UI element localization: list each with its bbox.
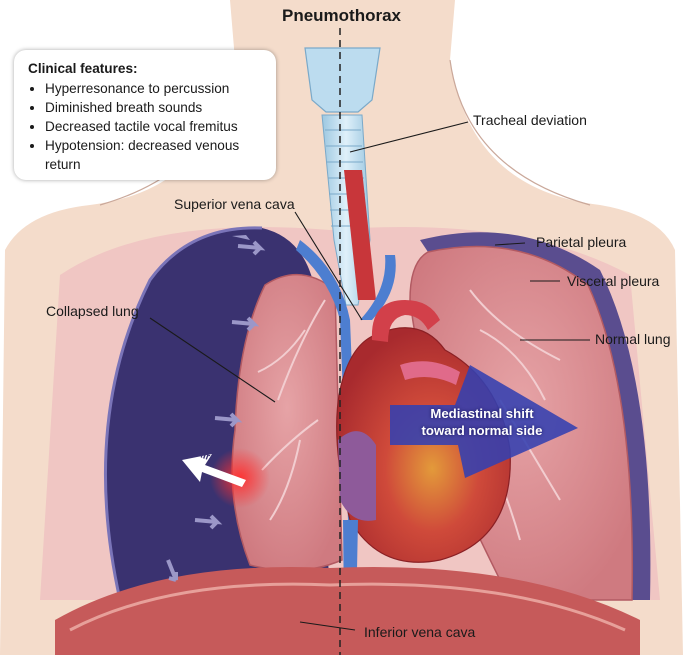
mediastinal-shift-arrow (390, 365, 578, 478)
neck-contour-right (449, 59, 591, 206)
left-atrium (338, 431, 376, 521)
page-title: Pneumothorax (281, 6, 402, 25)
label-parietal-pleura: Parietal pleura (536, 234, 627, 250)
aorta-column (344, 170, 376, 300)
clinical-features-heading: Clinical features: (28, 61, 138, 76)
label-collapsed-lung: Collapsed lung (46, 303, 139, 319)
aortic-arch (371, 300, 440, 342)
label-visceral-pleura: Visceral pleura (567, 273, 660, 289)
list-item: Diminished breath sounds (45, 98, 266, 117)
air-arrow (182, 454, 246, 487)
list-item: Hypotension: decreased venous return (45, 136, 266, 174)
label-superior-vena-cava: Superior vena cava (174, 196, 295, 212)
label-normal-lung: Normal lung (595, 331, 671, 347)
clinical-features-list: Hyperresonance to percussion Diminished … (28, 79, 266, 174)
clinical-features-box: Clinical features: Hyperresonance to per… (14, 50, 276, 180)
larynx (304, 47, 381, 113)
air-pressure-arrows (166, 235, 266, 582)
label-mediastinal-shift: Mediastinal shift toward normal side (421, 406, 543, 438)
superior-vena-cava-vessel (296, 240, 358, 520)
label-inferior-vena-cava: Inferior vena cava (364, 624, 476, 640)
list-item: Hyperresonance to percussion (45, 79, 266, 98)
label-tracheal-deviation: Tracheal deviation (473, 112, 587, 128)
list-item: Decreased tactile vocal fremitus (45, 117, 266, 136)
leader-lines (149, 121, 590, 631)
